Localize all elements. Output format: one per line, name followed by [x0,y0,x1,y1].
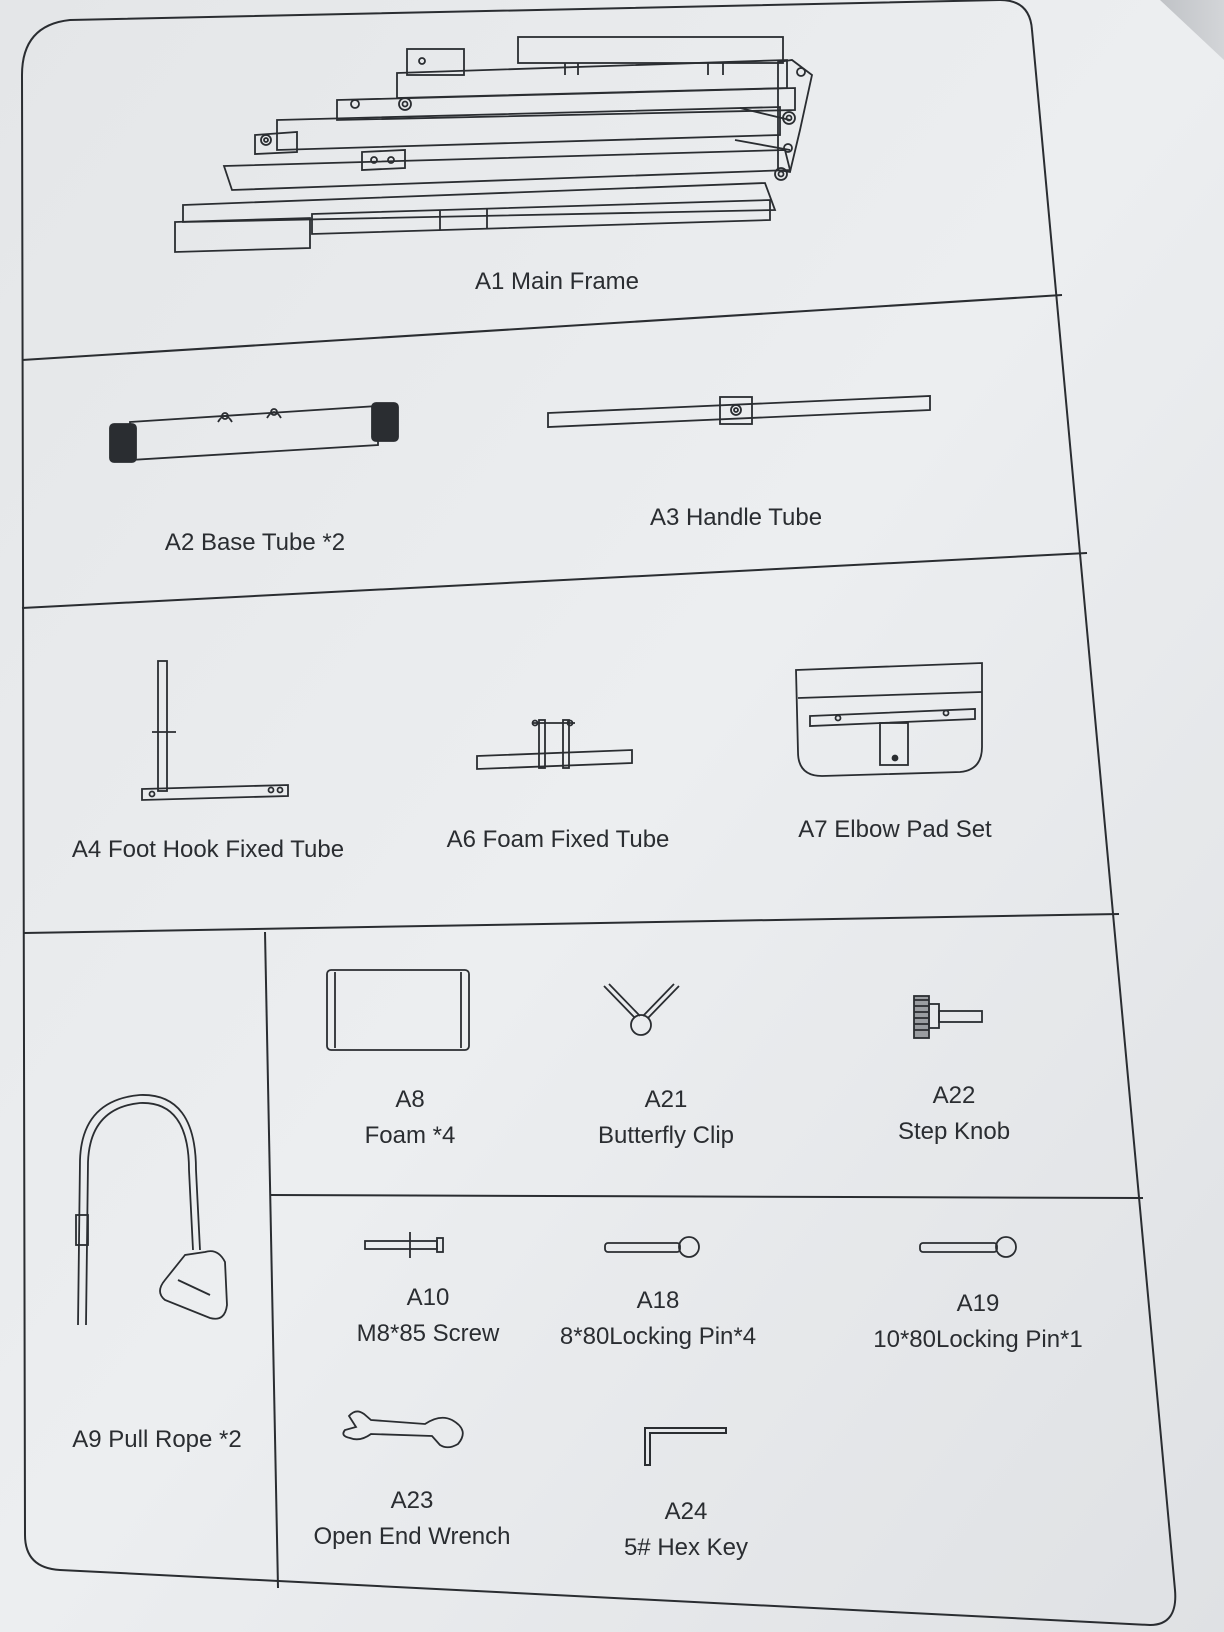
label-a1: A1 Main Frame [474,268,640,295]
step-knob-drawing [913,995,983,1039]
row-divider-3 [23,913,1120,934]
label-a24: A24 5# Hex Key [623,1498,749,1561]
screw-drawing [364,1232,444,1258]
handle-tube-drawing [547,395,931,428]
wrench-drawing [342,1410,464,1449]
label-a21: A21 Butterfly Clip [597,1086,735,1149]
row-divider-2 [21,552,1088,609]
label-a22: A22 Step Knob [897,1082,1011,1145]
label-a4: A4 Foot Hook Fixed Tube [71,836,345,863]
row-divider-4 [269,1194,1144,1199]
locking-pin-drawing [919,1236,1017,1258]
butterfly-clip-drawing [603,983,680,1036]
hex-key-drawing [644,1427,727,1466]
label-a8: A8 Foam *4 [364,1086,456,1149]
foot-hook-tube-drawing [141,660,289,801]
label-a2: A2 Base Tube *2 [164,529,346,556]
label-a9: A9 Pull Rope *2 [72,1426,242,1453]
pull-rope-drawing [75,1094,228,1326]
label-a7: A7 Elbow Pad Set [798,816,992,843]
label-a23: A23 Open End Wrench [313,1487,511,1550]
elbow-pad-drawing [795,662,983,777]
row-divider-1 [21,294,1063,361]
locking-pin-drawing [604,1236,700,1258]
label-a3: A3 Handle Tube [649,504,823,531]
main-frame-drawing [174,36,814,253]
label-a6: A6 Foam Fixed Tube [446,826,670,853]
label-a19: A19 10*80Locking Pin*1 [873,1290,1083,1353]
base-tube-drawing [109,402,399,463]
label-a10: A10 M8*85 Screw [356,1284,500,1347]
foam-fixed-tube-drawing [476,719,633,770]
label-a18: A18 8*80Locking Pin*4 [559,1287,757,1350]
foam-drawing [326,969,470,1051]
column-divider [264,931,279,1589]
table-border [20,0,1177,1627]
